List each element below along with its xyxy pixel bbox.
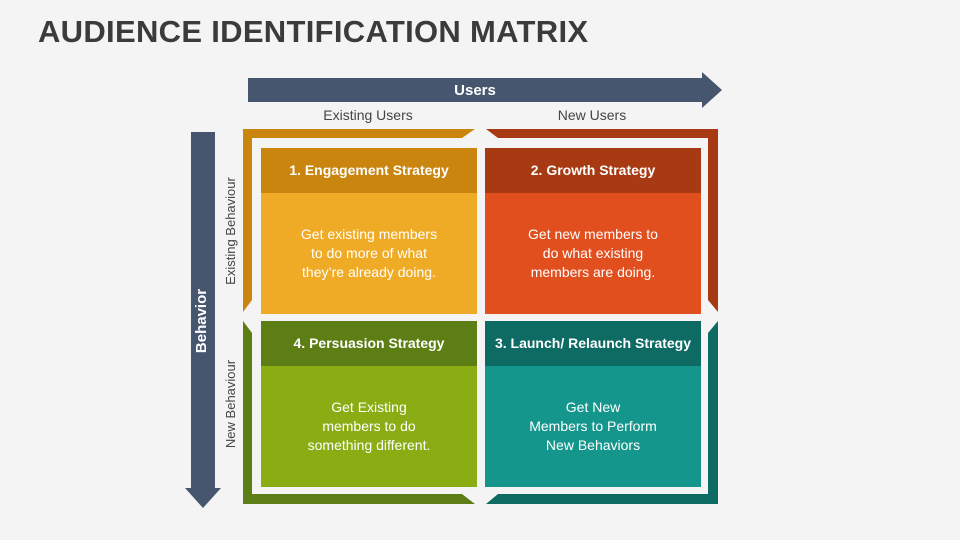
- quadrant-text: Get existing members to do more of what …: [261, 193, 477, 314]
- behavior-arrow: [185, 132, 221, 508]
- row-label-existing-behaviour: Existing Behaviour: [223, 177, 238, 285]
- quadrant-heading: 3. Launch/ Relaunch Strategy: [485, 321, 701, 366]
- quadrant-engagement: 1. Engagement Strategy Get existing memb…: [261, 148, 477, 314]
- quadrant-heading: 2. Growth Strategy: [485, 148, 701, 193]
- behavior-axis-label: Behavior: [193, 288, 210, 354]
- column-label-existing-users: Existing Users: [323, 107, 413, 123]
- quadrant-text: Get Existing members to do something dif…: [261, 366, 477, 487]
- quadrant-heading: 4. Persuasion Strategy: [261, 321, 477, 366]
- column-label-new-users: New Users: [557, 107, 627, 123]
- quadrant-heading: 1. Engagement Strategy: [261, 148, 477, 193]
- users-axis-label: Users: [454, 82, 496, 99]
- row-label-new-behaviour: New Behaviour: [223, 359, 238, 449]
- quadrant-text: Get New Members to Perform New Behaviors: [485, 366, 701, 487]
- quadrant-launch: 3. Launch/ Relaunch Strategy Get New Mem…: [485, 321, 701, 487]
- quadrant-persuasion: 4. Persuasion Strategy Get Existing memb…: [261, 321, 477, 487]
- page-title: AUDIENCE IDENTIFICATION MATRIX: [38, 14, 589, 49]
- quadrant-text: Get new members to do what existing memb…: [485, 193, 701, 314]
- users-arrow: [248, 72, 722, 108]
- quadrant-growth: 2. Growth Strategy Get new members to do…: [485, 148, 701, 314]
